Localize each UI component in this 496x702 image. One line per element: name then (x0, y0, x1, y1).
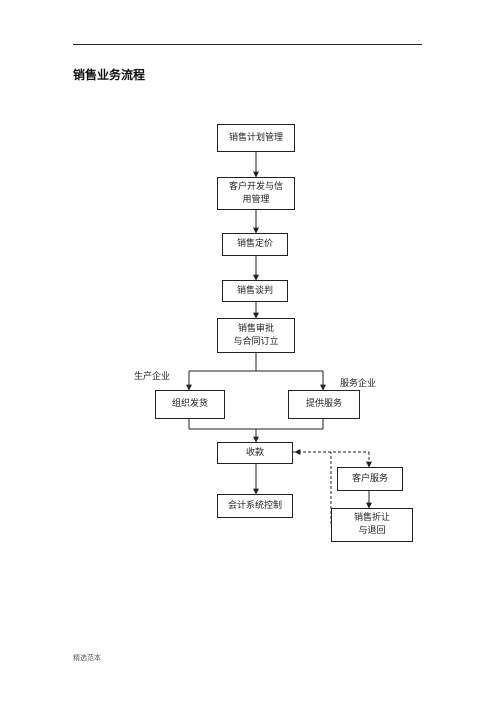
footer-text: 精选范本 (73, 654, 101, 662)
box-customer-service: 客户服务 (337, 467, 403, 491)
box-collection: 收款 (217, 442, 293, 464)
page-title: 销售业务流程 (73, 68, 146, 82)
box-accounting-control: 会计系统控制 (217, 494, 293, 518)
header-rule (73, 44, 422, 45)
box-sales-approval: 销售审批 与合同订立 (217, 318, 295, 353)
label-service-company: 服务企业 (340, 379, 377, 389)
box-organize-delivery: 组织发货 (155, 390, 225, 419)
label-manufacturer: 生产企业 (134, 372, 171, 382)
box-sales-plan: 销售计划管理 (217, 124, 295, 152)
box-sales-negotiation: 销售谈判 (222, 280, 288, 302)
header-mark: . (418, 37, 420, 43)
box-sales-pricing: 销售定价 (222, 233, 288, 256)
box-provide-service: 提供服务 (288, 390, 360, 419)
box-discount-return: 销售折让 与退回 (331, 508, 413, 542)
box-customer-development: 客户开发与信 用管理 (217, 177, 295, 210)
